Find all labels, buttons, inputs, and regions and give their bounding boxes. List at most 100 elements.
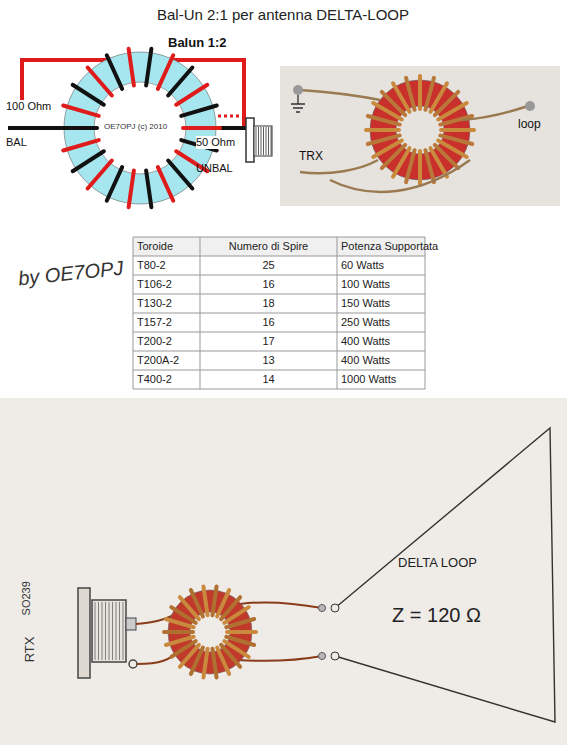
table-cell: T130-2	[137, 297, 172, 310]
label: loop	[518, 118, 541, 132]
photo-ground	[280, 66, 560, 206]
winding	[88, 160, 112, 188]
connector-thread	[98, 602, 99, 660]
winding	[107, 55, 122, 89]
label: UNBAL	[196, 162, 233, 175]
connector-thread	[102, 602, 103, 660]
winding	[418, 76, 422, 109]
hand-drawing	[78, 588, 326, 678]
connector-thread	[119, 602, 120, 660]
connector-thread	[116, 602, 117, 660]
table-cell: 16	[262, 278, 274, 291]
node-text: DELTA LOOP	[398, 556, 477, 571]
connector-thread	[266, 127, 267, 155]
table-cell: 14	[262, 373, 274, 386]
winding	[146, 49, 151, 86]
table-cell: T400-2	[137, 373, 172, 386]
loop-outline	[320, 424, 564, 728]
winding	[212, 586, 216, 615]
table-cell: 16	[262, 316, 274, 329]
table-cell: 250 Watts	[341, 316, 390, 329]
table-cell: T200-2	[137, 335, 172, 348]
label: Balun 1:2	[168, 36, 227, 51]
solder-joint	[319, 653, 326, 660]
winding	[181, 105, 217, 115]
connector-thread	[268, 127, 269, 155]
table-cell: T200A-2	[137, 354, 179, 367]
title: Bal-Un 2:1 per antenna DELTA-LOOP	[157, 6, 409, 23]
winding	[418, 151, 422, 184]
photo-toroid	[164, 586, 256, 677]
connector-thread	[105, 602, 106, 660]
photo-wires	[291, 85, 535, 192]
label: 100 Ohm	[6, 100, 51, 113]
label: OE7OPJ (c) 2010	[104, 122, 167, 131]
winding	[107, 167, 122, 201]
winding	[226, 619, 254, 627]
table-cell: 150 Watts	[341, 297, 390, 310]
winding	[63, 140, 99, 150]
winding	[164, 630, 193, 634]
winding	[129, 171, 134, 208]
connector-thread	[261, 127, 262, 155]
connector-thread	[263, 127, 264, 155]
table-cell: 13	[262, 354, 274, 367]
winding	[73, 151, 104, 171]
table-grid	[133, 237, 425, 389]
delta-loop: DELTA LOOP Z = 120 Ω	[320, 424, 564, 728]
winding	[425, 150, 434, 182]
winding	[217, 647, 229, 673]
winding	[168, 160, 192, 188]
table-cell: T106-2	[137, 278, 172, 291]
connector-thread	[258, 127, 259, 155]
table-cell: Potenza Supportata	[341, 240, 438, 253]
table-cell: Numero di Spire	[229, 240, 308, 253]
winding	[176, 85, 207, 105]
black-wire	[8, 126, 60, 130]
table-cell: 400 Watts	[341, 335, 390, 348]
connector-thread	[256, 127, 257, 155]
winding	[88, 68, 112, 96]
winding	[73, 85, 104, 105]
table-cell: T80-2	[137, 259, 166, 272]
label: SO239	[20, 581, 33, 615]
winding	[203, 586, 207, 615]
winding	[63, 105, 99, 115]
paper-ground	[0, 398, 567, 745]
wire	[240, 602, 322, 608]
solder-joint	[319, 605, 326, 612]
connector-thread	[123, 602, 124, 660]
red-dotted-wire	[212, 115, 246, 118]
winding	[441, 128, 474, 132]
so239-connector	[78, 588, 137, 678]
node-text: Z = 120 Ω	[392, 604, 481, 627]
winding	[212, 649, 216, 678]
table-cell: 18	[262, 297, 274, 310]
table-cell: 100 Watts	[341, 278, 390, 291]
winding	[60, 126, 97, 130]
winding	[203, 649, 207, 678]
winding	[158, 55, 173, 89]
winding	[406, 78, 415, 110]
balun-schematic	[8, 49, 272, 207]
label: by OE7OPJ	[17, 257, 124, 291]
winding	[191, 590, 203, 616]
winding	[158, 167, 173, 201]
winding	[168, 68, 192, 96]
table-cell: 60 Watts	[341, 259, 384, 272]
toroid-edge	[94, 82, 186, 174]
table-cell: T157-2	[137, 316, 172, 329]
connector-thread	[271, 127, 272, 155]
label: TRX	[299, 150, 323, 164]
winding	[166, 637, 194, 645]
label: RTX	[23, 637, 38, 663]
label: BAL	[6, 136, 27, 149]
label: 50 Ohm	[196, 136, 235, 149]
winding	[368, 135, 400, 144]
table-cell: 400 Watts	[341, 354, 390, 367]
connector-thread	[112, 602, 113, 660]
table-cell: 1000 Watts	[341, 373, 396, 386]
table-cell: Toroide	[137, 240, 173, 253]
winding	[366, 128, 399, 132]
